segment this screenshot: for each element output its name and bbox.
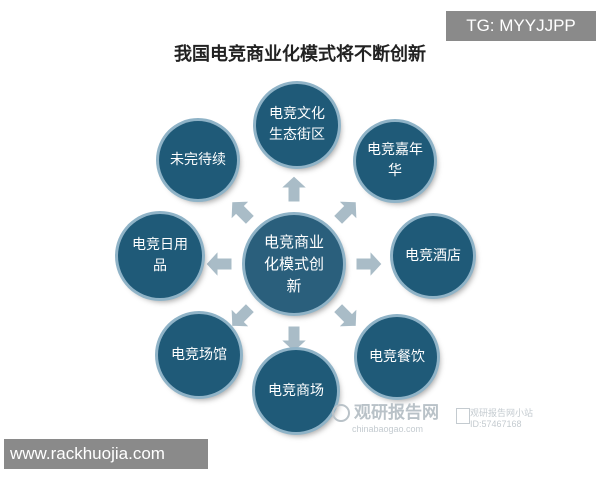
brand-watermark: 观研报告网 <box>332 404 439 422</box>
node-bottom-right-line-1: 电竞餐饮 <box>369 348 425 365</box>
node-bottom-left-line-1: 电竞场馆 <box>171 346 227 363</box>
node-right-line-1: 电竞酒店 <box>405 247 461 264</box>
node-top-right-line-1: 电竞嘉年 <box>367 142 423 158</box>
arrow-up-right-icon <box>332 200 358 226</box>
node-right: 电竞酒店 <box>393 216 473 296</box>
node-top-right: 电竞嘉年 华 <box>356 122 434 200</box>
arrow-right-icon <box>355 249 383 279</box>
site-url-overlay: www.rackhuojia.com <box>4 439 208 469</box>
node-bottom-line-1: 电竞商场 <box>268 382 324 399</box>
diagram-title: 我国电竞商业化模式将不断创新 <box>174 44 426 65</box>
arrow-down-icon <box>279 325 309 353</box>
arrow-up-left-icon <box>230 200 256 226</box>
arrow-down-left-icon <box>230 302 256 328</box>
brand-watermark-text: 观研报告网 <box>354 402 439 423</box>
center-line-2: 化模式创 <box>263 255 324 273</box>
node-top-left-line-1: 未完待续 <box>170 151 226 168</box>
node-left-line-2: 品 <box>153 258 167 274</box>
node-top-line-1: 电竞文化 <box>269 106 325 122</box>
node-left: 电竞日用 品 <box>118 214 202 298</box>
node-bottom: 电竞商场 <box>255 350 337 432</box>
node-top-left: 未完待续 <box>159 121 237 199</box>
center-line-3: 新 <box>286 277 302 295</box>
wechat-watermark: 观研报告网小站 ID:57467168 <box>470 408 533 430</box>
node-top-right-line-2: 华 <box>388 163 402 179</box>
arrow-down-right-icon <box>332 302 358 328</box>
node-bottom-left: 电竞场馆 <box>158 314 240 396</box>
node-bottom-right: 电竞餐饮 <box>357 317 437 397</box>
wechat-watermark-line-1: 观研报告网小站 <box>470 408 534 418</box>
wechat-icon <box>456 408 470 424</box>
brand-watermark-site: chinabaogao.com <box>352 424 424 434</box>
arrow-left-icon <box>205 249 233 279</box>
node-top: 电竞文化 生态街区 <box>256 84 338 166</box>
brand-logo-icon <box>332 404 350 422</box>
node-left-line-1: 电竞日用 <box>132 237 188 253</box>
wechat-watermark-line-2: ID:57467168 <box>470 419 522 429</box>
node-top-line-2: 生态街区 <box>269 127 325 143</box>
center-node: 电竞商业 化模式创 新 <box>245 215 343 313</box>
center-line-1: 电竞商业 <box>263 233 324 251</box>
arrow-up-icon <box>279 175 309 203</box>
telegram-tag: TG: MYYJJPP <box>446 11 596 41</box>
